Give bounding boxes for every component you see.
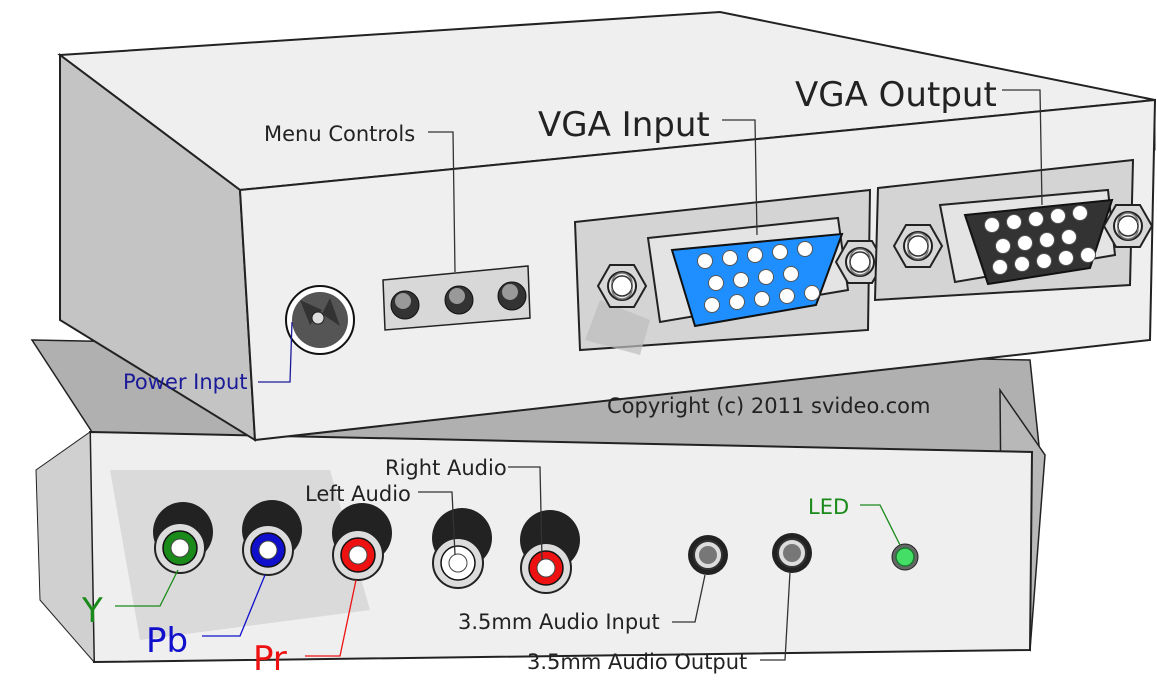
leader-pb bbox=[202, 574, 266, 637]
label-vga-output: VGA Output bbox=[795, 75, 997, 115]
leader-left-audio bbox=[418, 491, 456, 556]
label-copyright: Copyright (c) 2011 svideo.com bbox=[607, 394, 931, 418]
label-right-audio: Right Audio bbox=[385, 456, 507, 480]
label-audio-input-35: 3.5mm Audio Input bbox=[458, 610, 660, 634]
leader-audio-input-35 bbox=[672, 574, 706, 623]
leader-power-input bbox=[258, 321, 293, 383]
audio-output-35mm-jack bbox=[772, 533, 812, 573]
label-led: LED bbox=[808, 495, 850, 519]
label-y: Y bbox=[82, 591, 103, 631]
power-input-jack bbox=[285, 285, 355, 355]
leader-audio-output-35 bbox=[760, 571, 791, 661]
led-indicator bbox=[891, 543, 919, 571]
menu-controls-panel bbox=[382, 265, 531, 331]
y-rca-jack bbox=[153, 502, 213, 574]
label-audio-output-35: 3.5mm Audio Output bbox=[527, 650, 748, 674]
right-audio-rca-jack bbox=[520, 510, 580, 594]
leader-vga-output bbox=[1002, 89, 1043, 206]
leader-pr bbox=[305, 579, 357, 657]
upper-device bbox=[57, 10, 1157, 442]
leader-right-audio bbox=[508, 466, 543, 561]
leader-led bbox=[860, 504, 901, 546]
label-vga-input: VGA Input bbox=[538, 105, 710, 145]
leader-y bbox=[115, 569, 179, 607]
label-pr: Pr bbox=[253, 639, 287, 679]
leader-menu-controls bbox=[428, 131, 456, 273]
label-menu-controls: Menu Controls bbox=[264, 122, 416, 146]
pb-rca-jack bbox=[242, 500, 302, 576]
audio-input-35mm-jack bbox=[688, 535, 728, 575]
pr-rca-jack bbox=[332, 503, 392, 581]
label-pb: Pb bbox=[146, 621, 189, 661]
leader-vga-input bbox=[722, 119, 758, 236]
left-audio-rca-jack bbox=[432, 508, 492, 589]
label-power-input: Power Input bbox=[123, 370, 248, 394]
vga-input-connector bbox=[573, 188, 885, 355]
vga-output-connector bbox=[873, 158, 1153, 302]
label-left-audio: Left Audio bbox=[305, 482, 411, 506]
